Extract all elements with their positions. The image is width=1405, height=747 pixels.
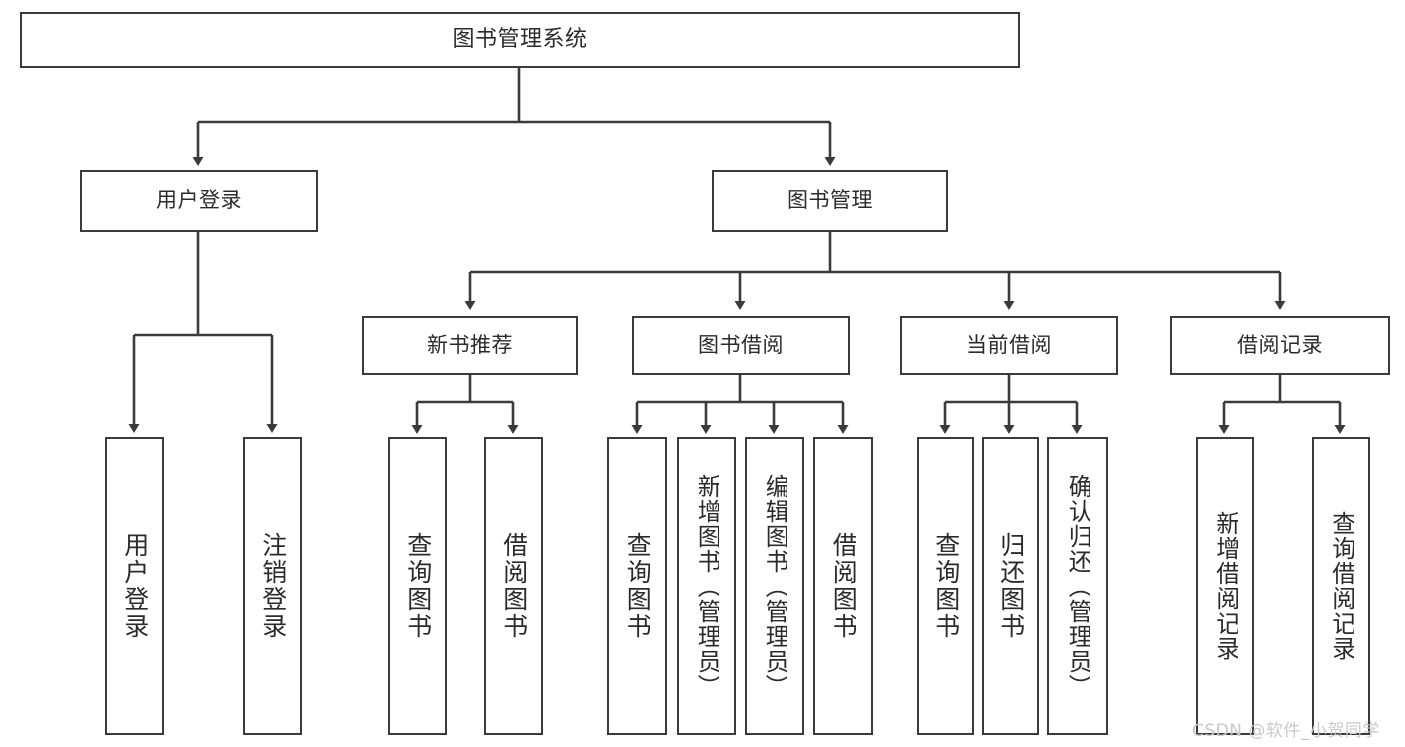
node-label: 确认归还（管理员） xyxy=(1064,473,1091,699)
leaf-query-borrow-record[interactable]: 查询借阅记录 xyxy=(1312,437,1370,735)
node-label: 查询借阅记录 xyxy=(1328,511,1354,661)
node-book-management[interactable]: 图书管理 xyxy=(712,170,948,232)
leaf-confirm-return-admin[interactable]: 确认归还（管理员） xyxy=(1047,437,1108,735)
node-label: 图书借阅 xyxy=(698,332,784,357)
node-current-borrow[interactable]: 当前借阅 xyxy=(900,316,1118,375)
node-label: 新增借阅记录 xyxy=(1212,511,1238,661)
leaf-borrow-book-recommend[interactable]: 借阅图书 xyxy=(484,437,543,735)
leaf-query-book-borrow[interactable]: 查询图书 xyxy=(607,437,667,735)
node-label: 借阅记录 xyxy=(1237,332,1323,357)
node-label: 查询图书 xyxy=(404,532,431,640)
node-user-login[interactable]: 用户登录 xyxy=(80,170,318,232)
node-label: 编辑图书（管理员） xyxy=(761,473,788,699)
node-label: 查询图书 xyxy=(932,532,959,640)
node-label: 图书管理 xyxy=(787,188,873,213)
node-label: 注销登录 xyxy=(259,532,286,640)
leaf-logout[interactable]: 注销登录 xyxy=(243,437,302,735)
node-label: 借阅图书 xyxy=(500,532,527,640)
leaf-edit-book-admin[interactable]: 编辑图书（管理员） xyxy=(745,437,804,735)
node-book-borrow[interactable]: 图书借阅 xyxy=(632,316,850,375)
node-label: 新增图书（管理员） xyxy=(693,473,720,699)
watermark-text: CSDN @软件_小贺同学 xyxy=(1192,721,1380,741)
node-label: 用户登录 xyxy=(156,188,242,213)
node-label: 当前借阅 xyxy=(966,332,1052,357)
leaf-add-book-admin[interactable]: 新增图书（管理员） xyxy=(677,437,736,735)
node-label: 查询图书 xyxy=(623,532,651,640)
node-label: 图书管理系统 xyxy=(452,26,588,52)
node-label: 借阅图书 xyxy=(829,532,857,640)
leaf-user-login[interactable]: 用户登录 xyxy=(105,437,164,735)
node-label: 新书推荐 xyxy=(427,332,513,357)
node-borrow-record[interactable]: 借阅记录 xyxy=(1170,316,1390,375)
leaf-query-book-current[interactable]: 查询图书 xyxy=(917,437,974,735)
leaf-borrow-book[interactable]: 借阅图书 xyxy=(813,437,873,735)
node-new-book-recommend[interactable]: 新书推荐 xyxy=(362,316,578,375)
node-root-system[interactable]: 图书管理系统 xyxy=(20,12,1020,68)
node-label: 用户登录 xyxy=(121,532,148,640)
leaf-add-borrow-record[interactable]: 新增借阅记录 xyxy=(1196,437,1254,735)
leaf-return-book[interactable]: 归还图书 xyxy=(982,437,1039,735)
leaf-query-book-recommend[interactable]: 查询图书 xyxy=(388,437,447,735)
node-label: 归还图书 xyxy=(997,532,1024,640)
